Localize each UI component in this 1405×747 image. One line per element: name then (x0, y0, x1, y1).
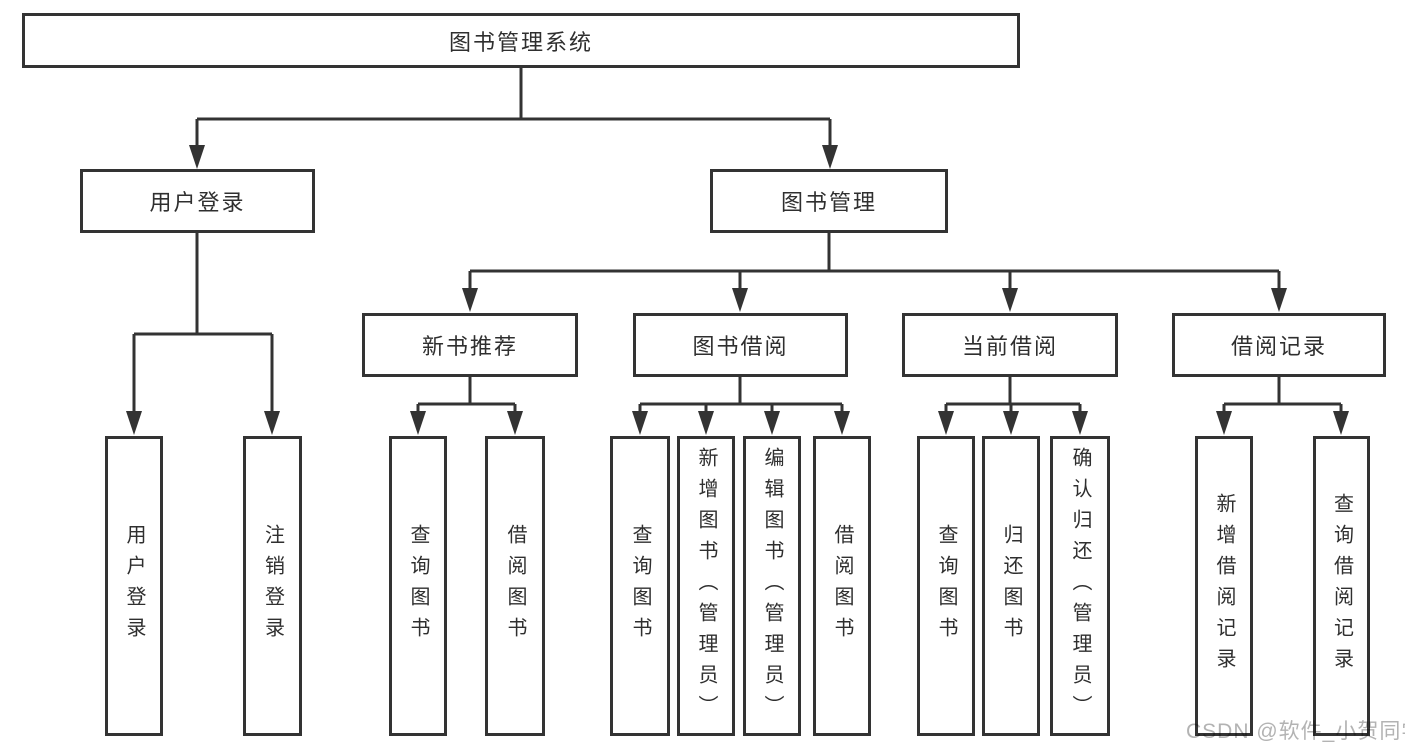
leaf-bb-borrow-books: 借阅图书 (813, 436, 871, 736)
node-user-login: 用户登录 (80, 169, 315, 233)
leaf-nbr-query-books: 查询图书 (389, 436, 447, 736)
leaf-br-add-record: 新增借阅记录 (1195, 436, 1253, 736)
leaf-br-query-record: 查询借阅记录 (1313, 436, 1370, 736)
leaf-cb-query-books: 查询图书 (917, 436, 975, 736)
node-current-borrowing: 当前借阅 (902, 313, 1118, 377)
arrowheads (126, 145, 1349, 435)
leaf-bb-query-books: 查询图书 (610, 436, 670, 736)
leaf-bb-edit-books: 编辑图书（管理员） (743, 436, 801, 736)
leaf-cb-confirm-return: 确认归还（管理员） (1050, 436, 1110, 736)
leaf-user-login: 用户登录 (105, 436, 163, 736)
node-book-borrowing: 图书借阅 (633, 313, 848, 377)
node-new-book-recommend: 新书推荐 (362, 313, 578, 377)
leaf-bb-add-books: 新增图书（管理员） (677, 436, 735, 736)
node-root: 图书管理系统 (22, 13, 1020, 68)
leaf-nbr-borrow-books: 借阅图书 (485, 436, 545, 736)
leaf-cb-return-books: 归还图书 (982, 436, 1040, 736)
leaf-logout: 注销登录 (243, 436, 302, 736)
node-borrowing-records: 借阅记录 (1172, 313, 1386, 377)
watermark-text: CSDN @软件_小贺同学 (1186, 720, 1405, 743)
node-book-management: 图书管理 (710, 169, 948, 233)
